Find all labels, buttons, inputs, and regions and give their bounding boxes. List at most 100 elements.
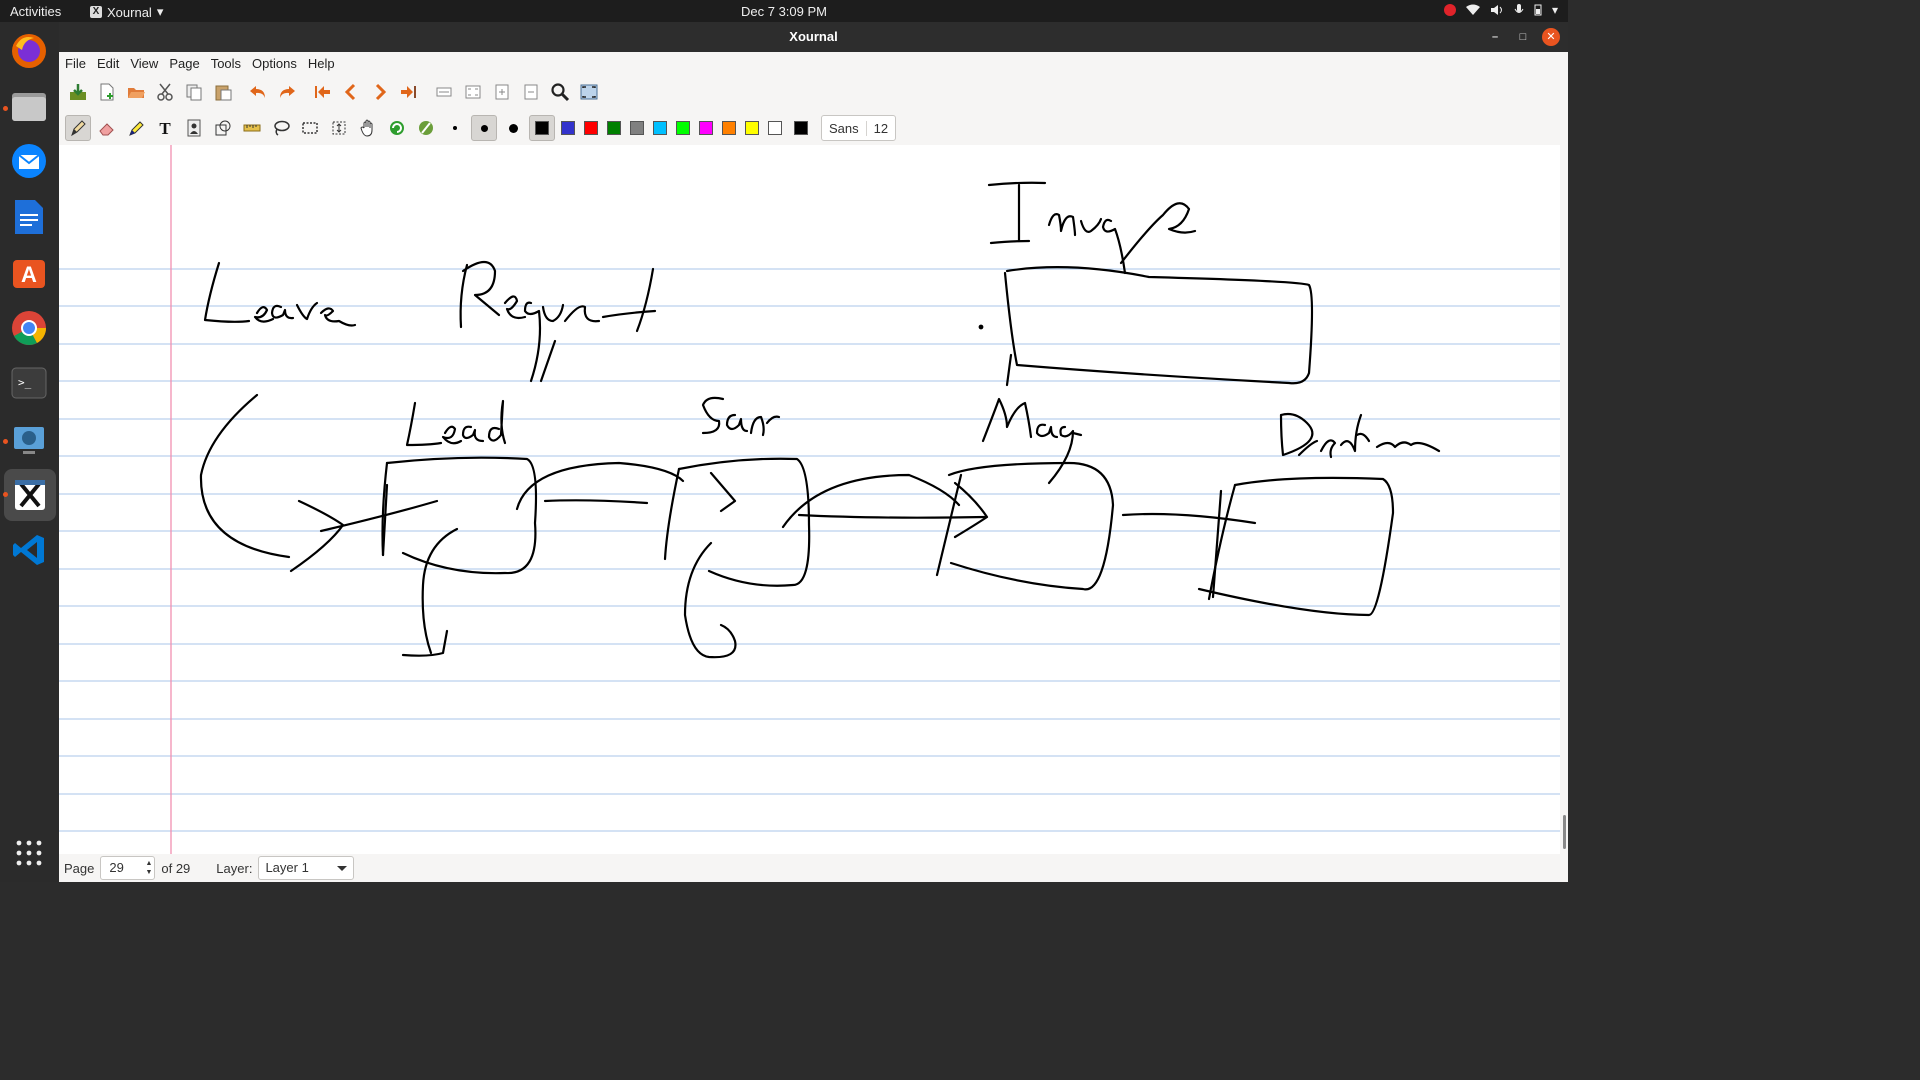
app-menu-label: Xournal — [107, 4, 152, 20]
page-width-icon[interactable] — [431, 79, 457, 105]
minimize-button[interactable]: – — [1491, 31, 1499, 43]
svg-text:T: T — [159, 119, 171, 138]
firefox-icon[interactable] — [8, 30, 50, 72]
apps-grid-icon[interactable] — [8, 832, 50, 874]
screenshot-tool-icon[interactable] — [8, 418, 50, 460]
xournal-window: Xournal – □ ✕ File Edit View Page Tools … — [59, 22, 1568, 882]
color-orange-swatch[interactable] — [719, 115, 739, 141]
zoom-fit-icon[interactable] — [460, 79, 486, 105]
app-menu[interactable]: X Xournal ▾ — [90, 4, 163, 20]
default-tool-icon[interactable] — [413, 115, 439, 141]
rect-select-icon[interactable] — [297, 115, 323, 141]
svg-text:>_: >_ — [18, 376, 32, 389]
page-number-input[interactable]: 29 ▲▼ — [100, 856, 156, 880]
hand-icon[interactable] — [355, 115, 381, 141]
paste-icon[interactable] — [210, 79, 236, 105]
shape-recognizer-icon[interactable] — [210, 115, 236, 141]
color-magenta-swatch[interactable] — [696, 115, 716, 141]
color-lightgreen-swatch[interactable] — [673, 115, 693, 141]
main-toolbar — [59, 74, 1568, 110]
color-white-swatch[interactable] — [765, 115, 785, 141]
next-page-icon[interactable] — [367, 79, 393, 105]
color-gray-swatch[interactable] — [627, 115, 647, 141]
layer-dropdown-value: Layer 1 — [265, 860, 309, 875]
handwritten-ink — [199, 181, 1441, 659]
vertical-scrollbar[interactable] — [1560, 145, 1568, 854]
menu-edit[interactable]: Edit — [96, 55, 120, 71]
xournal-icon[interactable] — [4, 469, 56, 521]
software-center-icon[interactable]: A — [8, 251, 50, 293]
window-titlebar[interactable]: Xournal – □ ✕ — [59, 22, 1568, 52]
color-lightblue-swatch[interactable] — [650, 115, 670, 141]
chevron-down-icon — [337, 866, 348, 871]
color-blue-swatch[interactable] — [558, 115, 578, 141]
color-yellow-swatch[interactable] — [742, 115, 762, 141]
color-black-swatch[interactable] — [529, 115, 555, 141]
color-custom-swatch[interactable] — [788, 115, 814, 141]
menu-view[interactable]: View — [130, 55, 159, 71]
spin-arrows-icon[interactable]: ▲▼ — [145, 860, 153, 876]
pen-size-thick-icon[interactable] — [500, 115, 526, 141]
libreoffice-writer-icon[interactable] — [8, 196, 50, 238]
zoom-out-icon[interactable] — [518, 79, 544, 105]
menu-help[interactable]: Help — [307, 55, 335, 71]
last-page-icon[interactable] — [396, 79, 422, 105]
menu-page[interactable]: Page — [169, 55, 200, 71]
color-red-swatch[interactable] — [581, 115, 601, 141]
running-indicator — [3, 106, 8, 111]
ruler-icon[interactable] — [239, 115, 265, 141]
vscode-icon[interactable] — [8, 529, 50, 571]
menubar: File Edit View Page Tools Options Help — [59, 52, 1568, 74]
menu-file[interactable]: File — [65, 55, 86, 71]
pen-icon[interactable] — [65, 115, 91, 141]
chrome-icon[interactable] — [8, 307, 50, 349]
recording-indicator-icon[interactable] — [1443, 4, 1456, 16]
files-icon[interactable] — [8, 85, 50, 127]
scrollbar-thumb[interactable] — [1563, 815, 1566, 849]
close-button[interactable]: ✕ — [1542, 28, 1560, 46]
status-bar: Page 29 ▲▼ of 29 Layer: Layer 1 — [59, 854, 1568, 882]
default-pen-icon[interactable] — [384, 115, 410, 141]
terminal-icon[interactable]: >_ — [8, 362, 50, 404]
fullscreen-icon[interactable] — [576, 79, 602, 105]
highlighter-icon[interactable] — [123, 115, 149, 141]
page-number-value: 29 — [109, 860, 124, 875]
activities-button[interactable]: Activities — [10, 4, 62, 19]
cut-icon[interactable] — [152, 79, 178, 105]
font-size: 12 — [865, 120, 895, 136]
pen-size-fine-icon[interactable] — [442, 115, 468, 141]
copy-icon[interactable] — [181, 79, 207, 105]
volume-icon — [1490, 5, 1502, 15]
system-tray[interactable]: ▾ — [1443, 3, 1558, 17]
menu-options[interactable]: Options — [252, 55, 297, 71]
zoom-in-icon[interactable] — [489, 79, 515, 105]
maximize-button[interactable]: □ — [1519, 31, 1527, 43]
thunderbird-icon[interactable] — [8, 140, 50, 182]
drawing-canvas[interactable] — [59, 145, 1568, 854]
eraser-icon[interactable] — [94, 115, 120, 141]
new-icon[interactable] — [94, 79, 120, 105]
first-page-icon[interactable] — [309, 79, 335, 105]
image-icon[interactable] — [181, 115, 207, 141]
open-icon[interactable] — [123, 79, 149, 105]
color-green-swatch[interactable] — [604, 115, 624, 141]
rule-lines — [59, 268, 1560, 832]
font-selector-button[interactable]: Sans 12 — [821, 115, 897, 141]
svg-text:A: A — [21, 262, 37, 287]
layer-dropdown[interactable]: Layer 1 — [258, 856, 355, 880]
undo-icon[interactable] — [245, 79, 271, 105]
save-icon[interactable] — [65, 79, 91, 105]
pen-size-medium-icon[interactable] — [471, 115, 497, 141]
text-icon[interactable]: T — [152, 115, 178, 141]
running-indicator — [3, 439, 8, 444]
lasso-select-icon[interactable] — [268, 115, 294, 141]
menu-tools[interactable]: Tools — [210, 55, 242, 71]
xournal-app-icon: X — [90, 6, 102, 18]
zoom-icon[interactable] — [547, 79, 573, 105]
system-top-bar: Activities X Xournal ▾ Dec 7 3:09 PM ▾ — [0, 0, 1568, 22]
previous-page-icon[interactable] — [338, 79, 364, 105]
vertical-space-icon[interactable] — [326, 115, 352, 141]
clock[interactable]: Dec 7 3:09 PM — [741, 4, 827, 19]
redo-icon[interactable] — [274, 79, 300, 105]
ruled-page[interactable] — [59, 145, 1560, 854]
